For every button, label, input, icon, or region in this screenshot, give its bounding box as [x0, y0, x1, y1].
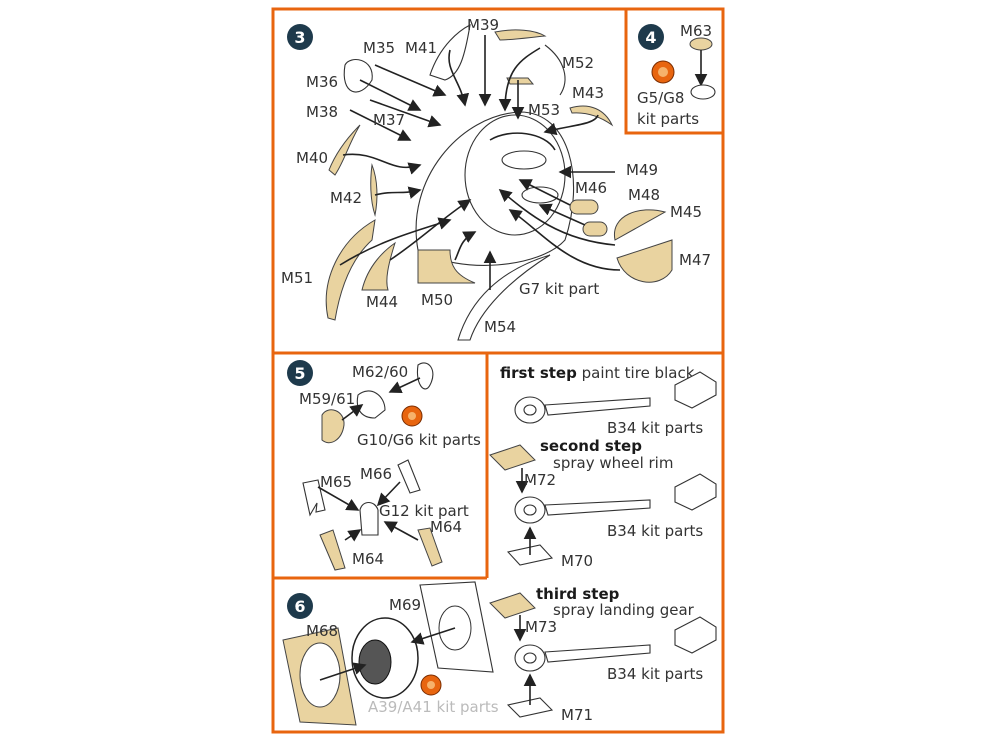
step-5-badge: 5	[287, 360, 313, 386]
svg-text:M71: M71	[561, 706, 593, 724]
svg-text:M49: M49	[626, 161, 658, 179]
part-m35-m36	[343, 59, 373, 93]
part-m40	[328, 124, 361, 176]
svg-text:M72: M72	[524, 471, 556, 489]
step-3-badge: 3	[287, 24, 313, 50]
svg-text:M50: M50	[421, 291, 453, 309]
svg-text:6: 6	[294, 597, 305, 616]
paint-icon	[651, 60, 675, 84]
kit-part-g12	[359, 501, 379, 536]
wheel-hub	[358, 639, 392, 685]
svg-text:M73: M73	[525, 618, 557, 636]
svg-text:M44: M44	[366, 293, 398, 311]
outer-frame	[271, 7, 725, 734]
svg-text:spray landing gear: spray landing gear	[553, 601, 695, 619]
svg-text:5: 5	[294, 364, 305, 383]
step-4-badge: 4	[638, 24, 664, 50]
svg-text:M43: M43	[572, 84, 604, 102]
part-m47	[616, 239, 673, 283]
part-m45	[614, 209, 667, 241]
svg-text:M52: M52	[562, 54, 594, 72]
svg-text:M42: M42	[330, 189, 362, 207]
part-m50	[417, 249, 476, 284]
svg-text:B34 kit parts: B34 kit parts	[607, 665, 703, 683]
svg-text:third step: third step	[536, 585, 620, 603]
svg-text:M48: M48	[628, 186, 660, 204]
svg-text:G12 kit part: G12 kit part	[379, 502, 469, 520]
part-m48	[582, 221, 608, 237]
svg-text:M46: M46	[575, 179, 607, 197]
svg-text:B34 kit parts: B34 kit parts	[607, 522, 703, 540]
step5-labels: M62/60 M59/61 G10/G6 kit parts M65 M66 G…	[299, 363, 481, 568]
svg-text:spray wheel rim: spray wheel rim	[553, 454, 673, 472]
part-m51	[325, 219, 376, 321]
svg-text:M70: M70	[561, 552, 593, 570]
part-m64-right	[417, 527, 443, 567]
svg-text:B34 kit parts: B34 kit parts	[607, 419, 703, 437]
svg-text:G7 kit part: G7 kit part	[519, 280, 599, 298]
assembly-arrows	[339, 35, 621, 290]
part-m53	[506, 77, 535, 85]
label: G5/G8	[637, 89, 684, 107]
svg-text:M35: M35	[363, 39, 395, 57]
svg-text:M39: M39	[467, 16, 499, 34]
svg-text:M45: M45	[670, 203, 702, 221]
part-m46	[569, 199, 599, 215]
paint-icon	[420, 674, 442, 696]
svg-text:M53: M53	[528, 101, 560, 119]
svg-text:3: 3	[294, 28, 305, 47]
svg-text:M54: M54	[484, 318, 516, 336]
paint-icon	[401, 405, 423, 427]
label: M69	[389, 596, 421, 614]
label: M68	[306, 622, 338, 640]
svg-text:G10/G6 kit parts: G10/G6 kit parts	[357, 431, 481, 449]
step-6-badge: 6	[287, 593, 313, 619]
part-m52	[544, 44, 566, 96]
svg-text:M64: M64	[352, 550, 384, 568]
gear-step-2: second step spray wheel rim M72 B34 kit …	[489, 437, 717, 570]
svg-text:M64: M64	[430, 518, 462, 536]
label: M63	[680, 22, 712, 40]
step3-labels: M35 M41 M39 M36 M38 M37 M52 M53 M43 M40 …	[281, 16, 711, 336]
svg-text:M37: M37	[373, 111, 405, 129]
mask-hole	[299, 642, 341, 708]
svg-text:M41: M41	[405, 39, 437, 57]
part-m43	[569, 105, 614, 127]
part-m44	[361, 241, 396, 291]
svg-text:M66: M66	[360, 465, 392, 483]
svg-text:M38: M38	[306, 103, 338, 121]
svg-text:M47: M47	[679, 251, 711, 269]
svg-text:4: 4	[645, 28, 656, 47]
svg-text:M62/60: M62/60	[352, 363, 408, 381]
part-g7-m54	[457, 254, 551, 341]
part-m42	[370, 163, 378, 217]
svg-text:M36: M36	[306, 73, 338, 91]
svg-text:M40: M40	[296, 149, 328, 167]
svg-text:M59/61: M59/61	[299, 390, 355, 408]
part-m64-left	[319, 529, 346, 571]
step4-frame	[624, 7, 725, 135]
gear-step-3: third step spray landing gear M73 B34 ki…	[489, 585, 717, 724]
kit-part-ring	[690, 84, 716, 100]
label: kit parts	[637, 110, 699, 128]
label: A39/A41 kit parts	[368, 698, 499, 716]
gear-step-1: first step paint tire black B34 kit part…	[500, 364, 717, 437]
part-m59-61	[321, 409, 345, 444]
svg-text:first step paint tire black: first step paint tire black	[500, 364, 695, 382]
part-m39	[494, 29, 547, 41]
part-m66	[397, 459, 421, 494]
part-m62-60	[416, 362, 434, 390]
svg-text:M65: M65	[320, 473, 352, 491]
svg-text:second step: second step	[540, 437, 642, 455]
svg-text:M51: M51	[281, 269, 313, 287]
